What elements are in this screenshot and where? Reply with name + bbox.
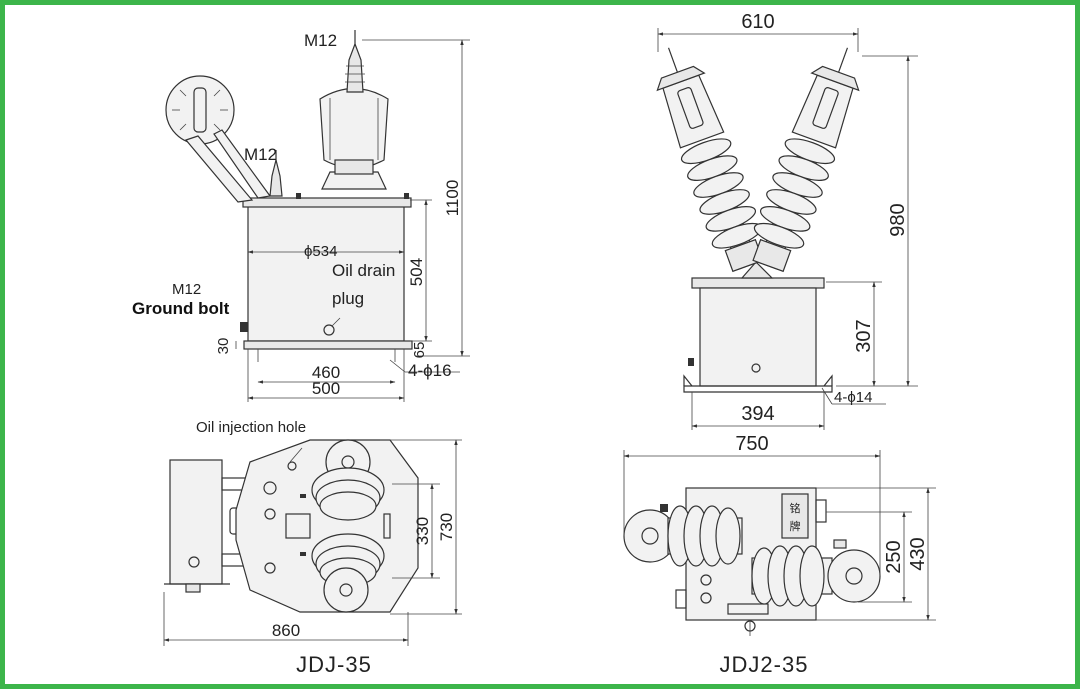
tank-base [243,340,413,350]
oil-drain-plug [323,324,335,336]
label-ground-bolt: Ground bolt [132,299,230,318]
label-4-phi14: 4-ϕ14 [834,389,872,406]
label-m12-top: M12 [304,31,337,50]
tank-body-2 [699,287,817,387]
label-m12-ground: M12 [172,281,201,298]
left-top-view: Oil injection hole 330 730 860 JDJ-35 [163,419,462,677]
label-m12-arm: M12 [244,145,277,164]
main-bushing [319,30,389,190]
dim-730: 730 [437,513,456,541]
label-oil-injection-hole: Oil injection hole [196,419,306,436]
dim-860: 860 [272,621,300,640]
tank-lid [242,197,412,208]
tank-lid-2 [691,277,825,289]
insulator-plan-right [751,539,881,607]
arm-housing [169,459,223,585]
dim-500: 500 [312,379,340,398]
dim-250: 250 [883,540,905,573]
label-plug: plug [332,289,364,308]
center-box [285,513,311,539]
dim-30: 30 [215,338,232,355]
left-side-view: M12 M12 M12 Ground bolt ϕ534 Oil drain p… [132,30,470,402]
right-top-view: 铭 牌 [623,433,936,677]
model-title-jdj2-35: JDJ2-35 [720,652,809,677]
label-diameter-534: ϕ534 [304,243,337,260]
dim-430: 430 [907,537,929,570]
dim-460: 460 [312,363,340,382]
dim-610: 610 [741,11,774,33]
dim-65: 65 [411,342,428,359]
dim-307: 307 [853,319,875,352]
nameplate-char-2: 牌 [790,519,801,533]
right-side-view: 610 980 307 394 4-ϕ14 [656,11,918,430]
dim-330: 330 [413,517,432,545]
oil-injection-hole [287,461,297,471]
label-4-phi16: 4-ϕ16 [408,361,452,380]
bushing-plan-top [311,439,385,521]
bushing-plan-bottom [311,533,385,613]
left-insulator [656,47,764,273]
dim-394: 394 [741,403,774,425]
nameplate-char-1: 铭 [790,501,801,515]
terminal-arm [165,75,283,203]
nameplate [781,493,809,539]
tank-body [247,204,405,342]
dim-504: 504 [407,258,426,286]
label-oil-drain: Oil drain [332,261,395,280]
dim-750: 750 [735,433,768,455]
ground-bolt-icon [240,322,248,332]
right-insulator [752,47,860,273]
insulator-plan-left [623,504,743,567]
dim-1100: 1100 [443,180,462,217]
model-title-jdj-35: JDJ-35 [296,652,372,677]
dim-980: 980 [887,203,909,236]
